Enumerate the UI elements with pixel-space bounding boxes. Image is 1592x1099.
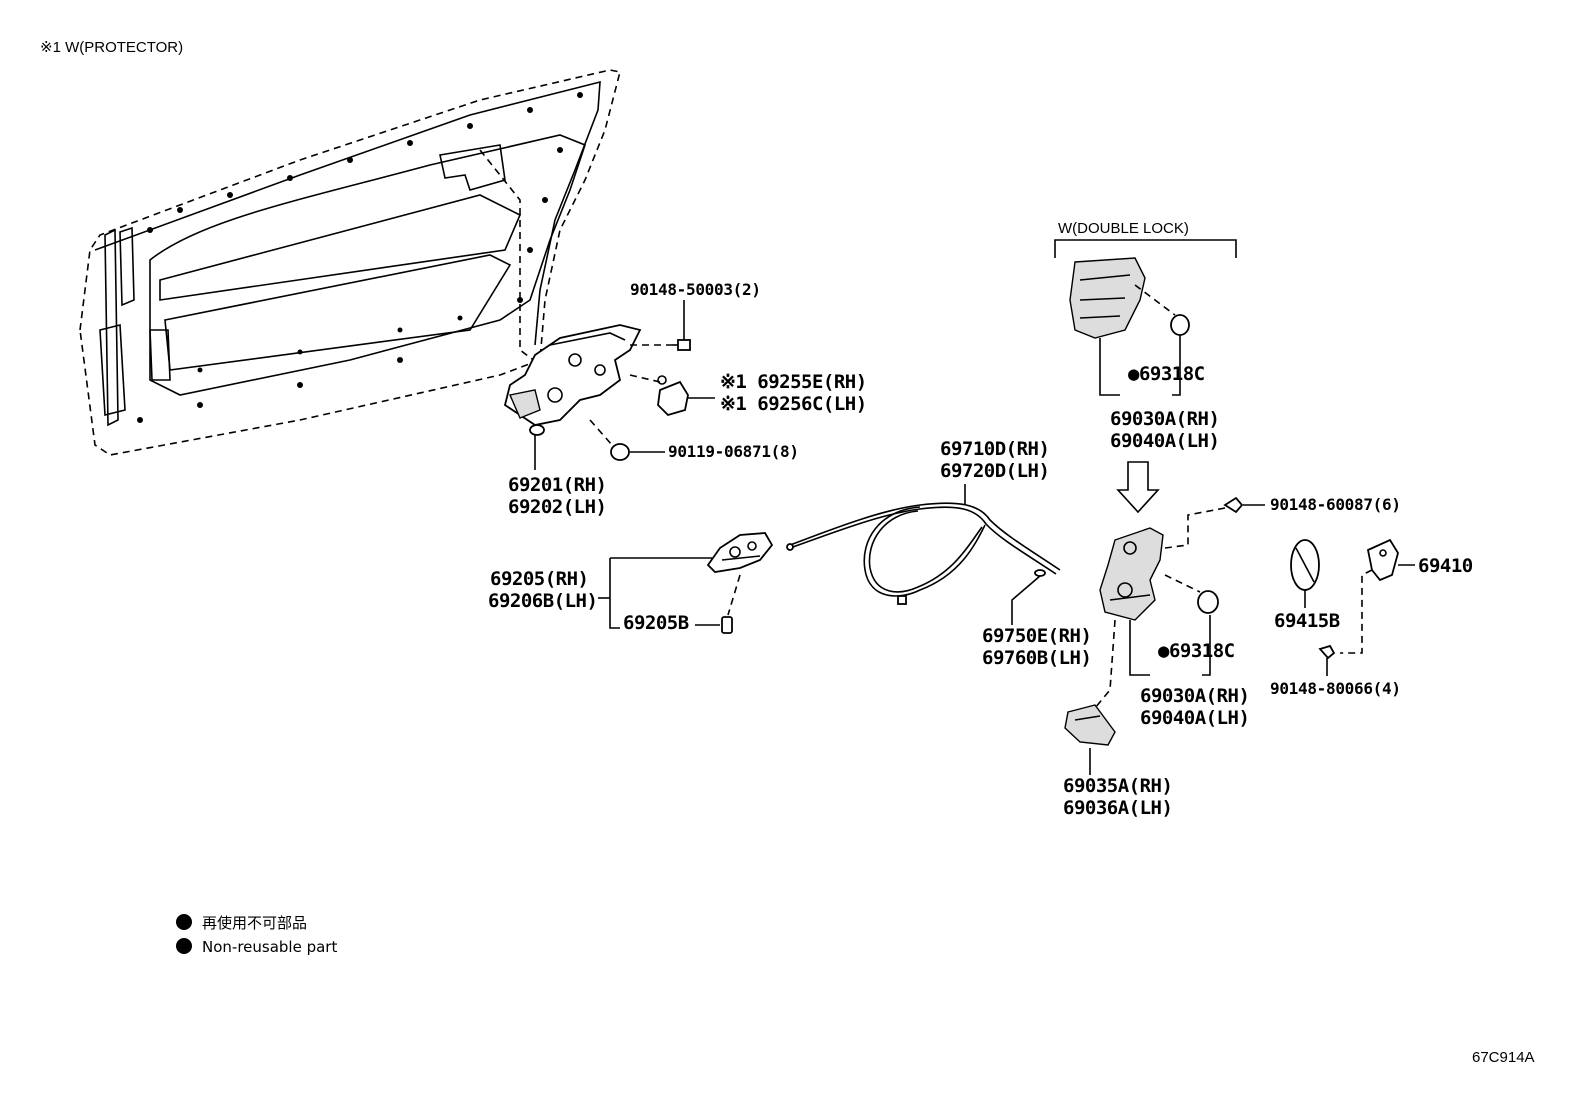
- label-69720D: 69720D(LH): [940, 460, 1049, 482]
- label-69256C: ※1 69256C(LH): [720, 393, 867, 415]
- protector-69255E: [629, 374, 715, 417]
- label-69202: 69202(LH): [508, 496, 606, 518]
- screw-90119-06871: [589, 419, 665, 461]
- door-lock-assembly: [1084, 496, 1265, 721]
- cable-clip: [1011, 569, 1046, 625]
- legend-en: Non-reusable part: [202, 938, 337, 956]
- bolt-90148-50003: [630, 300, 691, 351]
- legend-dot-icon: [176, 914, 192, 930]
- label-69415B: 69415B: [1274, 610, 1340, 632]
- label-69201: 69201(RH): [508, 474, 606, 496]
- figure-code: 67C914A: [1472, 1049, 1535, 1066]
- double-lock-group: W(DOUBLE LOCK): [1054, 220, 1237, 514]
- protector-note: ※1 W(PROTECTOR): [40, 39, 183, 56]
- door-handle-assembly: [503, 324, 642, 470]
- legend-dot-icon: [176, 938, 192, 954]
- label-90148-60087: 90148-60087(6): [1270, 495, 1401, 514]
- control-cable: [786, 484, 1061, 605]
- label-69205: 69205(RH): [490, 568, 588, 590]
- label-69035A: 69035A(RH): [1063, 775, 1172, 797]
- label-69318C-top: ●69318C: [1128, 363, 1205, 385]
- striker-cover-69415B: [1290, 539, 1320, 608]
- label-90148-50003: 90148-50003(2): [630, 280, 761, 299]
- label-69040A-bottom: 69040A(LH): [1140, 707, 1249, 729]
- label-69760B: 69760B(LH): [982, 647, 1091, 669]
- label-69710D: 69710D(RH): [940, 438, 1049, 460]
- label-69030A-bottom: 69030A(RH): [1140, 685, 1249, 707]
- legend: 再使用不可部品 Non-reusable part: [176, 914, 337, 956]
- label-69750E: 69750E(RH): [982, 625, 1091, 647]
- striker-69410: [1318, 538, 1415, 676]
- label-69030A-top: 69030A(RH): [1110, 408, 1219, 430]
- label-69206B: 69206B(LH): [488, 590, 597, 612]
- lock-actuator: [1064, 704, 1116, 775]
- label-90119-06871: 90119-06871(8): [668, 442, 799, 461]
- label-69040A-top: 69040A(LH): [1110, 430, 1219, 452]
- label-90148-80066: 90148-80066(4): [1270, 679, 1401, 698]
- label-69205B: 69205B: [623, 612, 689, 634]
- double-lock-title: W(DOUBLE LOCK): [1058, 220, 1189, 237]
- label-69036A: 69036A(LH): [1063, 797, 1172, 819]
- label-69255E: ※1 69255E(RH): [720, 371, 867, 393]
- door-panel: [79, 69, 621, 456]
- legend-jp: 再使用不可部品: [202, 914, 307, 932]
- inside-handle: [598, 532, 774, 634]
- label-69318C-bottom: ●69318C: [1158, 640, 1235, 662]
- label-69410: 69410: [1418, 555, 1473, 577]
